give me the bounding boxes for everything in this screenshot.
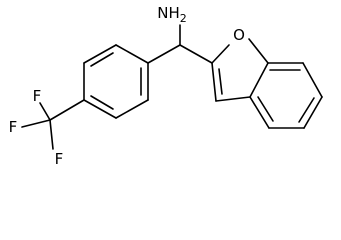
bond: [83, 44, 117, 64]
double-bond-inner: [257, 96, 274, 122]
bond: [249, 62, 269, 98]
oxygen-label: O: [233, 26, 245, 44]
fluorine-label: F: [9, 118, 18, 136]
fluorine-label: F: [55, 150, 64, 168]
chemical-structure: F F F NH2 O: [9, 4, 323, 168]
bond: [179, 44, 213, 64]
bond: [303, 96, 323, 129]
bond: [49, 119, 54, 150]
double-bond-inner: [90, 52, 114, 67]
bond: [211, 44, 230, 64]
amine-label: NH2: [157, 4, 187, 25]
trifluoromethyl-group: F F F: [9, 87, 85, 168]
bond: [115, 44, 149, 64]
bond: [39, 102, 51, 121]
bond: [215, 96, 251, 102]
bond: [49, 99, 85, 121]
benzo-ring: [249, 62, 323, 129]
bond: [302, 62, 323, 98]
fluorine-label: F: [33, 87, 42, 105]
bond: [248, 38, 269, 64]
bond: [147, 44, 181, 64]
bond: [211, 62, 217, 102]
central-carbon: NH2: [147, 4, 213, 64]
bond: [83, 99, 117, 119]
furan-ring: O: [211, 26, 269, 102]
double-bond-inner: [218, 68, 223, 95]
double-bond-inner: [90, 95, 114, 110]
double-bond-inner: [298, 97, 315, 123]
bond: [21, 119, 51, 128]
bond: [249, 96, 270, 129]
benzene-ring: [83, 44, 149, 119]
bond: [115, 99, 149, 119]
